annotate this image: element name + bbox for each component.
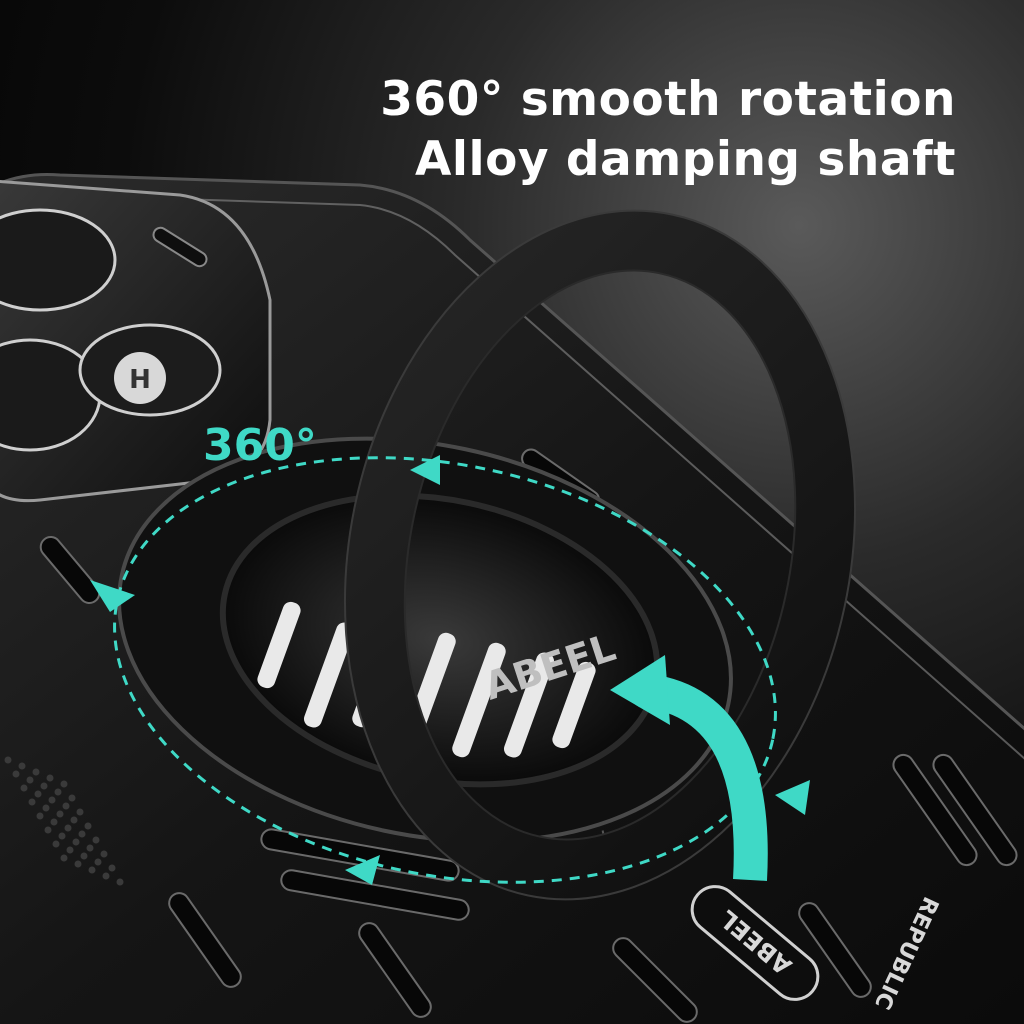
speaker-dot (94, 858, 102, 866)
rotating-ring-stand (343, 209, 857, 901)
speaker-dot (86, 844, 94, 852)
arrow-down-left-icon (90, 580, 135, 612)
speaker-dot (46, 774, 54, 782)
speaker-dot (44, 826, 52, 834)
speaker-dot (78, 830, 86, 838)
speaker-dot (26, 776, 34, 784)
speaker-dot (64, 824, 72, 832)
speaker-grille (4, 756, 124, 886)
speaker-dot (34, 790, 42, 798)
speaker-dot (84, 822, 92, 830)
speaker-dot (88, 866, 96, 874)
speaker-dot (92, 836, 100, 844)
rotation-arrow-icons (90, 455, 810, 885)
speaker-dot (66, 846, 74, 854)
camera-lens-icon (0, 208, 117, 312)
arrow-right-icon (345, 855, 380, 885)
speaker-dot (100, 850, 108, 858)
rotation-path (113, 456, 777, 884)
speaker-dot (20, 784, 28, 792)
speaker-dot (76, 808, 84, 816)
magnetic-base-ring: ABEEL (117, 436, 733, 844)
speaker-dot (60, 780, 68, 788)
speaker-dot (116, 878, 124, 886)
rotation-label: 360° (203, 420, 317, 471)
speaker-dot (54, 788, 62, 796)
speaker-dot (108, 864, 116, 872)
speaker-dot (56, 810, 64, 818)
speaker-dot (12, 770, 20, 778)
camera-module: H (0, 179, 272, 503)
speaker-dot (42, 804, 50, 812)
speaker-dot (52, 840, 60, 848)
speaker-dot (68, 794, 76, 802)
headline-line-2: Alloy damping shaft (414, 132, 956, 187)
camera-badge-icon (114, 352, 166, 404)
speaker-dot (74, 860, 82, 868)
speaker-dot (48, 796, 56, 804)
speaker-dot (58, 832, 66, 840)
speaker-dot (18, 762, 26, 770)
speaker-dot (60, 854, 68, 862)
speaker-dot (102, 872, 110, 880)
speaker-dot (50, 818, 58, 826)
arrow-left-icon (410, 455, 440, 485)
camera-badge-text: H (129, 365, 151, 395)
speaker-dot (36, 812, 44, 820)
speaker-dot (72, 838, 80, 846)
speaker-dot (40, 782, 48, 790)
speaker-dot (70, 816, 78, 824)
speaker-dot (80, 852, 88, 860)
tilt-arrow-icon (610, 655, 768, 881)
arrow-up-icon (775, 780, 810, 815)
speaker-dot (28, 798, 36, 806)
speaker-dot (32, 768, 40, 776)
headline-line-1: 360° smooth rotation (380, 72, 956, 127)
speaker-dot (62, 802, 70, 810)
speaker-dot (4, 756, 12, 764)
